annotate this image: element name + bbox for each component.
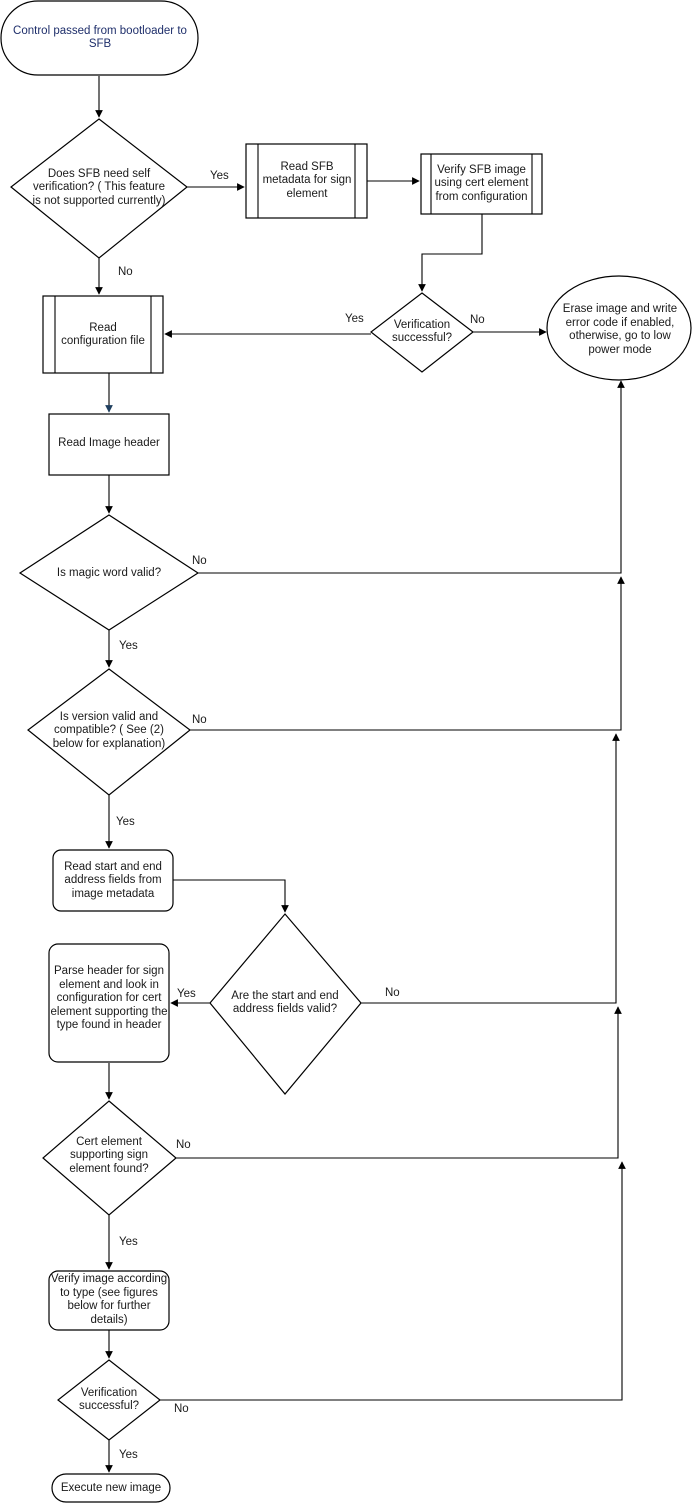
parse-header-shape (48, 943, 170, 1063)
magic-word-decision-shape (18, 514, 200, 631)
arrow-read-addr-to-valid (173, 879, 289, 913)
edge-label-cert-no: No (176, 1139, 191, 1151)
read-sfb-metadata-label: Read SFB metadata for sign element (262, 160, 352, 200)
magic-word-label: Is magic word valid? (56, 567, 162, 580)
edge-label-v1-yes: Yes (345, 313, 364, 325)
erase-image-label: Erase image and write error code if enab… (562, 303, 678, 356)
arrow-verify-to-verification (418, 214, 483, 292)
arrow-cert-no (176, 1006, 622, 1159)
verification-1-label: Verification successful? (391, 318, 453, 345)
cert-found-decision-shape (42, 1100, 177, 1216)
read-addresses-shape (52, 849, 174, 912)
start-terminator-shape (0, 0, 199, 76)
version-valid-label: Is version valid and compatible? ( See (… (52, 710, 166, 750)
erase-image-ellipse-shape (546, 275, 692, 381)
verify-sfb-image-label: Verify SFB image using cert element from… (434, 163, 529, 203)
read-header-shape (48, 413, 170, 476)
arrow-version-no (190, 576, 625, 731)
parse-header-label: Parse header for sign element and look i… (50, 965, 168, 1032)
edge-label-self-no: No (118, 266, 133, 278)
edge-label-addr-no: No (385, 987, 400, 999)
read-addresses-label: Read start and end address fields from i… (64, 860, 162, 900)
edge-label-addr-yes: Yes (177, 988, 196, 1000)
self-verify-label: Does SFB need self verification? ( This … (32, 167, 166, 207)
connectors (95, 76, 626, 1473)
edge-label-magic-no: No (192, 555, 207, 567)
addresses-valid-label: Are the start and end address fields val… (231, 989, 339, 1016)
read-config-label: Read configuration file (61, 321, 145, 348)
verification-2-decision-shape (57, 1359, 161, 1441)
read-header-label: Read Image header (58, 437, 160, 450)
verify-image-label: Verify image according to type (see figu… (50, 1273, 168, 1326)
verification-1-decision-shape (370, 292, 474, 373)
addresses-valid-decision-shape (209, 913, 362, 1095)
verify-sfb-image-shape (420, 153, 543, 215)
execute-label: Execute new image (60, 1482, 162, 1495)
version-decision-shape (27, 668, 191, 796)
read-config-shape (42, 295, 164, 374)
edge-label-cert-yes: Yes (119, 1236, 138, 1248)
self-verify-decision-shape (10, 118, 188, 259)
edge-label-version-no: No (192, 714, 207, 726)
edge-label-v1-no: No (470, 314, 485, 326)
execute-terminator-shape (51, 1473, 171, 1503)
edge-label-v2-no: No (174, 1403, 189, 1415)
verification-2-label: Verification successful? (78, 1386, 140, 1413)
edge-label-v2-yes: Yes (119, 1449, 138, 1461)
arrow-v2-no (160, 1161, 626, 1401)
edge-label-magic-yes: Yes (119, 640, 138, 652)
verify-image-shape (48, 1270, 170, 1331)
arrow-addr-no (361, 733, 620, 1004)
arrow-magic-no (198, 380, 625, 574)
start-label: Control passed from bootloader to SFB (13, 24, 187, 51)
edge-label-self-yes: Yes (210, 170, 229, 182)
read-sfb-metadata-shape (245, 143, 368, 219)
edge-label-version-yes: Yes (116, 816, 135, 828)
cert-found-label: Cert element supporting sign element fou… (69, 1135, 149, 1175)
